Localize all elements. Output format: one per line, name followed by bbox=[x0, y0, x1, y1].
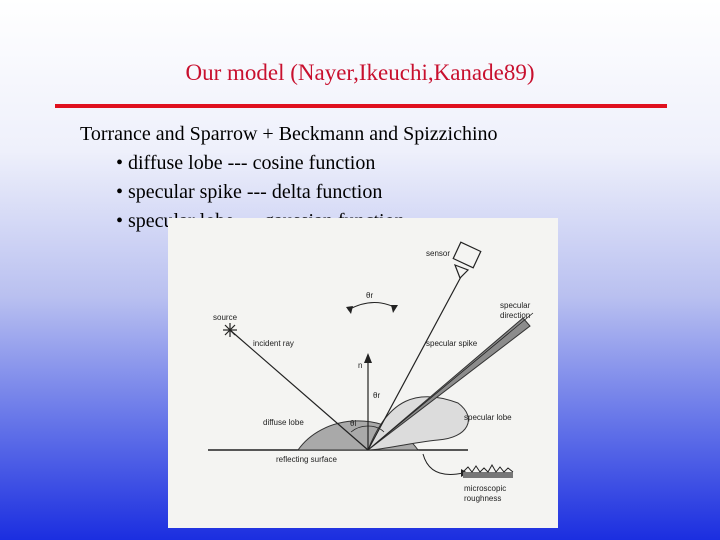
label-reflecting-surface: reflecting surface bbox=[276, 455, 337, 464]
label-specular-spike: specular spike bbox=[426, 339, 478, 348]
title-divider bbox=[55, 104, 667, 108]
label-source: source bbox=[213, 313, 238, 322]
label-roughness: roughness bbox=[464, 494, 501, 503]
source-star-icon bbox=[223, 323, 237, 337]
roughness-profile bbox=[462, 463, 514, 473]
reflection-diagram: sensor specular direction source inciden… bbox=[168, 218, 558, 528]
label-incident-ray: incident ray bbox=[253, 339, 294, 348]
bullet-diffuse: • diffuse lobe --- cosine function bbox=[116, 152, 376, 174]
sensor-ray-line bbox=[367, 272, 464, 451]
bullet-spike: • specular spike --- delta function bbox=[116, 181, 383, 203]
theta-r-arc bbox=[347, 302, 397, 311]
normal-arrowhead bbox=[364, 353, 372, 363]
label-specular-lobe: specular lobe bbox=[464, 413, 512, 422]
specular-lobe-shape bbox=[367, 396, 469, 451]
theta-i-arc bbox=[350, 425, 369, 433]
label-microscopic: microscopic bbox=[464, 484, 506, 493]
label-specular-direction-1: specular bbox=[500, 301, 531, 310]
label-diffuse-lobe: diffuse lobe bbox=[263, 418, 304, 427]
bullet-heading: Torrance and Sparrow + Beckmann and Spiz… bbox=[80, 123, 498, 145]
theta-r-small-arc bbox=[367, 425, 385, 433]
label-theta-i: θi bbox=[350, 419, 356, 428]
specular-spike-shape bbox=[367, 317, 531, 451]
label-sensor: sensor bbox=[426, 249, 450, 258]
reflection-diagram-svg: sensor specular direction source inciden… bbox=[208, 241, 534, 503]
label-theta-r-top: θr bbox=[366, 291, 373, 300]
theta-r-arc-head-left bbox=[346, 306, 353, 314]
incident-ray-line bbox=[229, 329, 369, 451]
specular-direction-line bbox=[367, 312, 534, 451]
theta-r-arc-head-right bbox=[391, 305, 398, 313]
label-theta-r-mid: θr bbox=[373, 391, 380, 400]
label-specular-direction-2: direction bbox=[500, 311, 530, 320]
slide-title: Our model (Nayer,Ikeuchi,Kanade89) bbox=[185, 60, 535, 85]
roughness-sample bbox=[463, 472, 513, 478]
roughness-pointer bbox=[422, 453, 464, 475]
sensor-icon bbox=[452, 241, 482, 280]
label-normal: n bbox=[358, 361, 362, 370]
